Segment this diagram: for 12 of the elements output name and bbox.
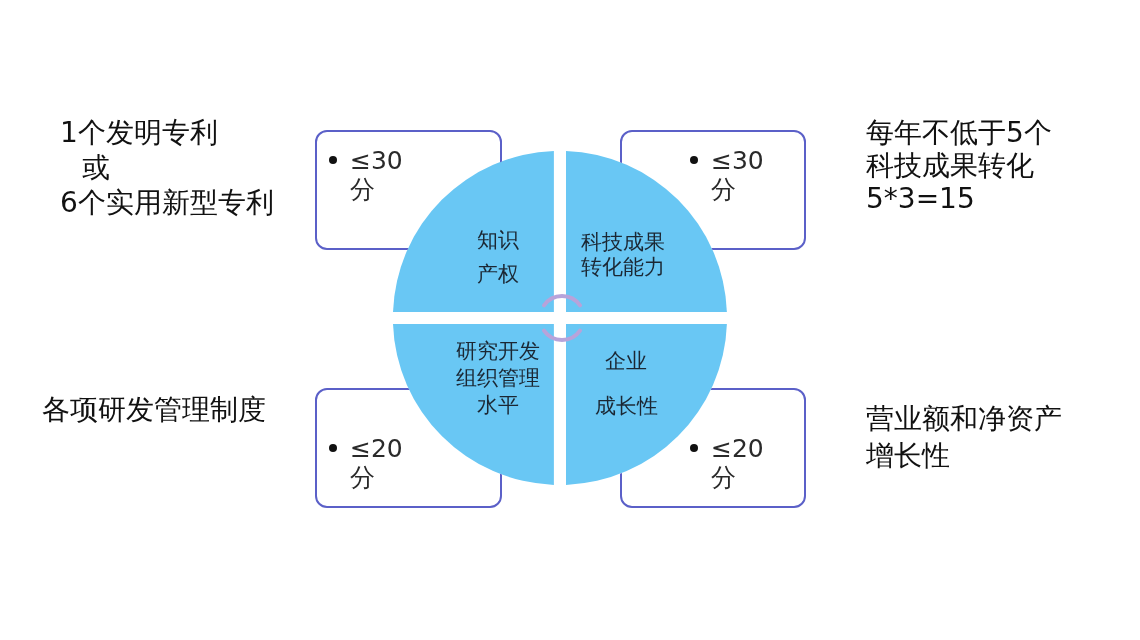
- quadrant-label: 知识产权: [477, 227, 519, 288]
- score-text: ≤20分: [711, 434, 764, 492]
- score-text: ≤30分: [350, 146, 403, 204]
- quadrant-label: 研究开发组织管理水平: [456, 338, 540, 419]
- quadrant-label: 企业成长性: [594, 348, 658, 420]
- criterion-text: 每年不低于5个科技成果转化5*3=15: [866, 116, 1052, 215]
- criterion-text: 各项研发管理制度: [42, 392, 266, 428]
- quadrant-label: 科技成果转化能力: [581, 230, 665, 280]
- score-text: ≤20分: [350, 434, 403, 492]
- score-text: ≤30分: [711, 146, 764, 204]
- criterion-text: 1个发明专利或6个实用新型专利: [60, 115, 274, 220]
- criterion-text: 营业额和净资产增长性: [866, 401, 1062, 474]
